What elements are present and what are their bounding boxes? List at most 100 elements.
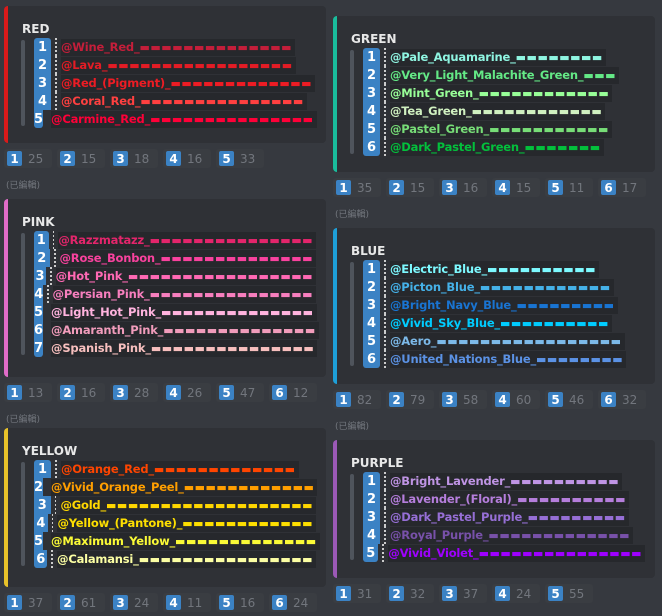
role-mention[interactable]: @Lavender_(Floral)_▬▬▬▬▬▬▬▬▬▬ <box>390 490 629 508</box>
number-badge: 7 <box>34 339 44 357</box>
group-title: PINK <box>22 215 55 229</box>
role-mention[interactable]: @Persian_Pink_▬▬▬▬▬▬▬▬▬▬▬▬▬▬▬ <box>52 285 316 303</box>
color-swatch-bar: ▬▬▬ <box>583 68 617 82</box>
role-mention[interactable]: @Vivid_Sky_Blue_▬▬▬▬▬▬▬▬▬▬ <box>390 314 612 332</box>
role-mention[interactable]: @Pastel_Green_▬▬▬▬▬▬▬▬▬▬▬ <box>390 120 612 138</box>
color-swatch-bar: ▬▬▬▬▬▬▬▬▬▬▬▬▬▬ <box>161 305 314 319</box>
role-mention[interactable]: @Bright_Navy_Blue_▬▬▬▬▬▬▬▬▬ <box>390 296 618 314</box>
role-mention[interactable]: @Red_(Pigment)_▬▬▬▬▬▬▬▬▬▬▬▬▬ <box>61 74 316 92</box>
role-row: 6@Amaranth_Pink_▬▬▬▬▬▬▬▬▬▬▬▬▬▬ <box>34 321 319 339</box>
keycap-number-emoji-icon: 4 <box>166 595 181 610</box>
role-mention[interactable]: @Aero_▬▬▬▬▬▬▬▬▬▬▬▬▬▬▬▬▬ <box>390 332 625 350</box>
role-mention[interactable]: @Royal_Purple_▬▬▬▬▬▬▬▬▬▬▬▬▬ <box>390 526 634 544</box>
role-mention[interactable]: @Rose_Bonbon_▬▬▬▬▬▬▬▬▬▬▬▬▬▬ <box>59 249 316 267</box>
role-mention[interactable]: @Orange_Red_▬▬▬▬▬▬▬▬▬▬▬▬▬ <box>61 460 299 478</box>
role-mention[interactable]: @Amaranth_Pink_▬▬▬▬▬▬▬▬▬▬▬▬▬▬ <box>51 321 319 339</box>
number-badge: 2 <box>363 278 380 296</box>
role-mention[interactable]: @Hot_Pink_▬▬▬▬▬▬▬▬▬▬▬▬▬▬▬▬▬ <box>55 267 316 285</box>
role-mention[interactable]: @Spanish_Pink_▬▬▬▬▬▬▬▬▬▬▬▬▬▬▬ <box>51 339 318 357</box>
role-list: 1@Bright_Lavender_▬▬▬▬▬▬▬▬▬▬2@Lavender_(… <box>349 472 645 562</box>
embed-panel-pink: PINK 1@Razzmatazz_▬▬▬▬▬▬▬▬▬▬▬▬▬▬▬2@Rose_… <box>4 199 326 377</box>
role-mention[interactable]: @Coral_Red_▬▬▬▬▬▬▬▬▬▬▬▬▬▬▬ <box>61 92 307 110</box>
dashed-divider <box>54 496 57 514</box>
role-mention[interactable]: @Vivid_Orange_Peel_▬▬▬▬▬▬▬▬▬▬▬▬ <box>51 478 318 496</box>
role-mention[interactable]: @Picton_Blue_▬▬▬▬▬▬▬▬▬▬▬▬ <box>390 278 614 296</box>
role-mention[interactable]: @Vivid_Violet_▬▬▬▬▬▬▬▬▬▬▬▬▬▬▬ <box>388 544 645 562</box>
role-mention[interactable]: @Lava_▬▬▬▬▬▬▬▬▬▬▬▬▬▬▬▬▬ <box>61 56 296 74</box>
role-mention[interactable]: @Razzmatazz_▬▬▬▬▬▬▬▬▬▬▬▬▬▬▬ <box>58 231 316 249</box>
role-mention[interactable]: @United_Nations_Blue_▬▬▬▬▬▬▬▬ <box>390 350 627 368</box>
embed-panel-purple: PURPLE 1@Bright_Lavender_▬▬▬▬▬▬▬▬▬▬2@Lav… <box>333 440 655 578</box>
keycap-number-emoji-icon: 1 <box>336 586 351 601</box>
dashed-divider <box>384 526 386 544</box>
number-badge: 4 <box>34 285 44 303</box>
role-mention[interactable]: @Mint_Green_▬▬▬▬▬▬▬▬▬▬▬▬ <box>390 84 613 102</box>
role-mention[interactable]: @Tea_Green_▬▬▬▬▬▬▬▬▬▬▬▬ <box>390 102 606 120</box>
dashed-divider <box>384 84 386 102</box>
reaction-count: 16 <box>187 151 203 166</box>
role-mention[interactable]: @Maximum_Yellow_▬▬▬▬▬▬▬▬▬▬▬▬▬ <box>51 532 320 550</box>
number-badge: 4 <box>34 514 48 532</box>
color-swatch-bar: ▬▬▬▬▬▬▬▬▬▬▬▬▬▬ <box>139 40 293 54</box>
role-mention-label: @Aero_ <box>390 334 437 348</box>
role-row: 7 @Spanish_Pink_▬▬▬▬▬▬▬▬▬▬▬▬▬▬▬ <box>34 339 318 357</box>
role-mention[interactable]: @Yellow_(Pantone)_▬▬▬▬▬▬▬▬▬▬▬▬ <box>57 514 316 532</box>
role-list: 1@Razzmatazz_▬▬▬▬▬▬▬▬▬▬▬▬▬▬▬2@Rose_Bonbo… <box>20 231 319 357</box>
number-badge: 3 <box>34 74 51 92</box>
reaction-count: 15 <box>516 180 532 195</box>
role-mention[interactable]: @Light_Hot_Pink_▬▬▬▬▬▬▬▬▬▬▬▬▬▬ <box>51 303 317 321</box>
role-mention[interactable]: @Carmine_Red_▬▬▬▬▬▬▬▬▬▬▬▬▬▬▬ <box>51 110 317 128</box>
role-mention[interactable]: @Pale_Aquamarine_▬▬▬▬▬▬▬▬ <box>390 48 606 66</box>
role-mention[interactable]: @Gold_▬▬▬▬▬▬▬▬▬▬▬▬▬▬▬▬▬▬▬ <box>60 496 316 514</box>
role-mention[interactable]: @Dark_Pastel_Green_▬▬▬▬▬▬▬ <box>390 138 604 156</box>
reaction-count: 37 <box>463 586 479 601</box>
role-mention[interactable]: @Dark_Pastel_Purple_▬▬▬▬▬▬▬▬▬ <box>390 508 629 526</box>
role-mention[interactable]: @Very_Light_Malachite_Green_▬▬▬ <box>390 66 620 84</box>
color-swatch-bar: ▬▬▬▬▬▬▬▬▬▬▬▬▬ <box>175 534 317 548</box>
keycap-number-emoji-icon: 4 <box>495 586 510 601</box>
role-mention[interactable]: @Electric_Blue_▬▬▬▬▬▬▬▬▬▬ <box>390 260 599 278</box>
edited-label: (已編輯) <box>6 181 41 191</box>
role-mention[interactable]: @Bright_Lavender_▬▬▬▬▬▬▬▬▬▬ <box>390 472 623 490</box>
role-row: 6@Dark_Pastel_Green_▬▬▬▬▬▬▬ <box>363 138 645 156</box>
role-mention[interactable]: @Wine_Red_▬▬▬▬▬▬▬▬▬▬▬▬▬▬ <box>61 38 296 56</box>
role-mention[interactable]: @Calamansi_▬▬▬▬▬▬▬▬▬▬▬▬▬▬▬▬ <box>57 550 316 568</box>
gutter-bar <box>21 40 25 126</box>
number-badge: 4 <box>363 314 380 332</box>
role-row: 4@Tea_Green_▬▬▬▬▬▬▬▬▬▬▬▬ <box>363 102 645 120</box>
